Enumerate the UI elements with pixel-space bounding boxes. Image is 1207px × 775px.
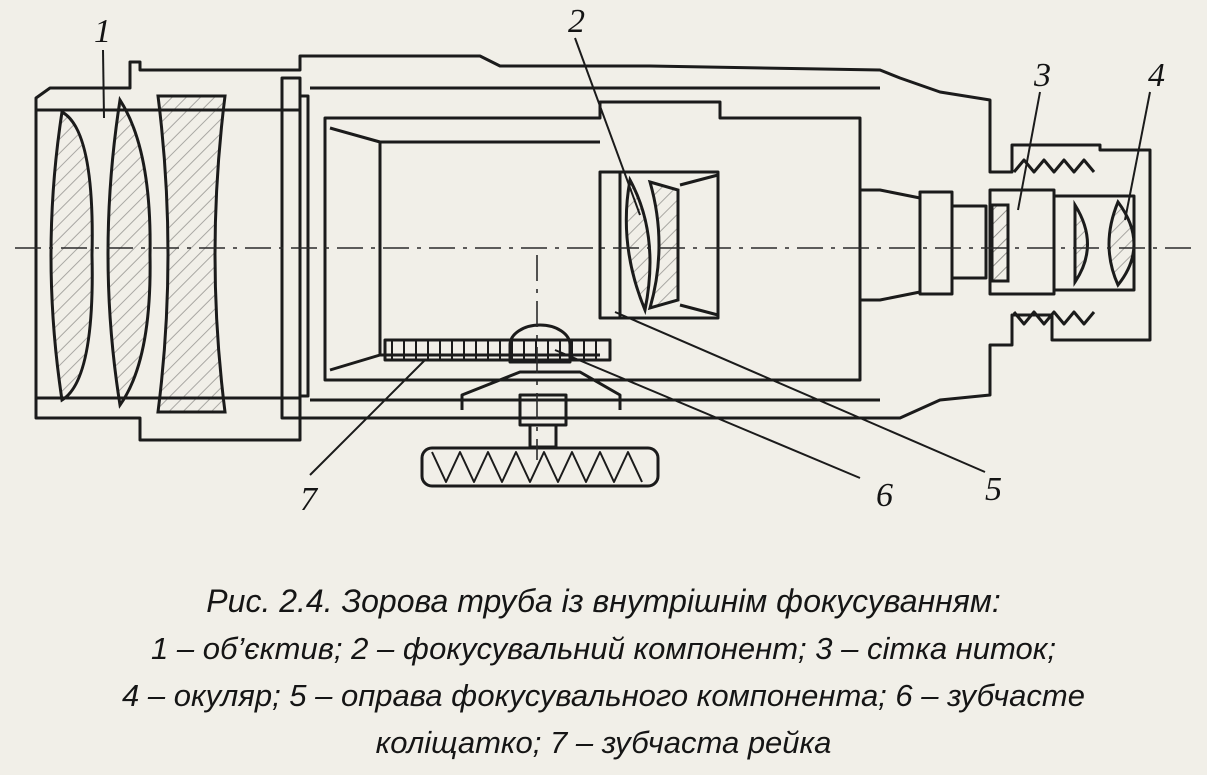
caption-title: Рис. 2.4. Зорова труба із внутрішнім фок… (206, 583, 1001, 619)
focusing-lens-2 (647, 179, 680, 311)
gear-rack (383, 338, 612, 362)
telescope-diagram: 1 2 3 4 5 6 7 (15, 3, 1195, 518)
objective-lens-3 (156, 94, 227, 414)
label-gear-wheel: 6 (876, 477, 893, 514)
label-focusing-component: 2 (568, 3, 585, 40)
label-gear-rack: 7 (300, 481, 319, 518)
reticle (990, 203, 1010, 283)
objective-lens-1 (49, 109, 94, 403)
telescope-body-outline (34, 54, 1152, 442)
caption-line-2: 4 – окуляр; 5 – оправа фокусувального ко… (122, 678, 1085, 713)
eyepiece-thread-bottom (1012, 310, 1096, 326)
label-focusing-mount: 5 (985, 471, 1002, 508)
focusing-lens (624, 175, 652, 316)
inner-tube (323, 100, 862, 382)
caption-line-1: 1 – об’єктив; 2 – фокусувальний компонен… (151, 631, 1056, 666)
caption-line-3: коліщатко; 7 – зубчаста рейка (375, 725, 832, 760)
label-eyepiece: 4 (1148, 57, 1165, 94)
label-objective: 1 (94, 13, 111, 50)
objective-lens-2 (106, 95, 152, 409)
label-reticle: 3 (1033, 57, 1051, 94)
figure-caption: Рис. 2.4. Зорова труба із внутрішнім фок… (0, 578, 1207, 766)
gear-wheel (508, 323, 572, 364)
focus-knob (420, 446, 660, 488)
